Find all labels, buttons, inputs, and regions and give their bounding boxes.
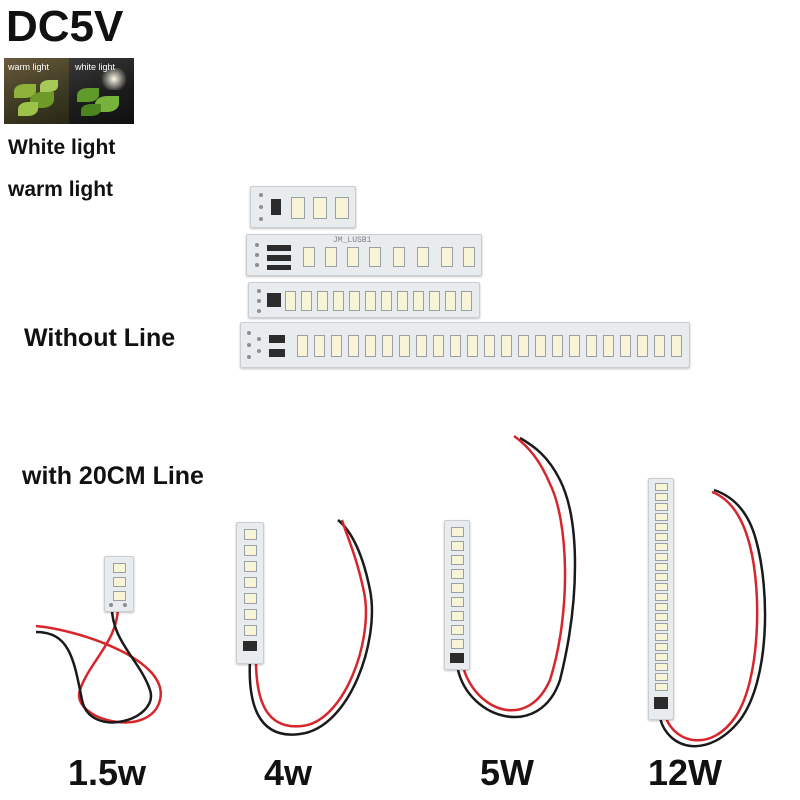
warm-light-photo: warm light [4,58,69,124]
board-12w [648,478,674,720]
light-comparison-thumbnail: warm light white light [4,58,134,124]
without-line-label: Without Line [24,324,176,352]
white-light-photo: white light [69,58,134,124]
board-1-5w [104,556,134,612]
label-12w: 12W [648,752,723,793]
label-5w: 5W [480,752,534,793]
page-title: DC5V [6,2,124,51]
white-light-option: White light [8,136,116,159]
board-dense-no-line [248,282,480,318]
board-small-no-line [250,186,356,228]
label-4w: 4w [264,752,313,793]
board-long-no-line [240,322,690,368]
board-4w [236,522,264,664]
wire-red-4w [254,519,368,728]
wire-red-5w [462,434,567,712]
white-light-caption: white light [75,62,116,72]
wire-red-1-5w [35,601,162,724]
wire-red-12w [664,490,759,742]
board-medium-no-line: JM_LUSB1 [246,234,482,276]
wire-black-12w [658,488,767,748]
board-5w [444,520,470,670]
warm-light-option: warm light [8,178,114,201]
board-marking: JM_LUSB1 [333,236,372,245]
wire-black-5w [456,436,577,719]
with-line-label: with 20CM Line [22,462,204,490]
wire-black-4w [248,519,374,736]
label-1-5w: 1.5w [68,752,147,793]
wire-black-1-5w [35,603,153,724]
warm-light-caption: warm light [8,62,50,72]
